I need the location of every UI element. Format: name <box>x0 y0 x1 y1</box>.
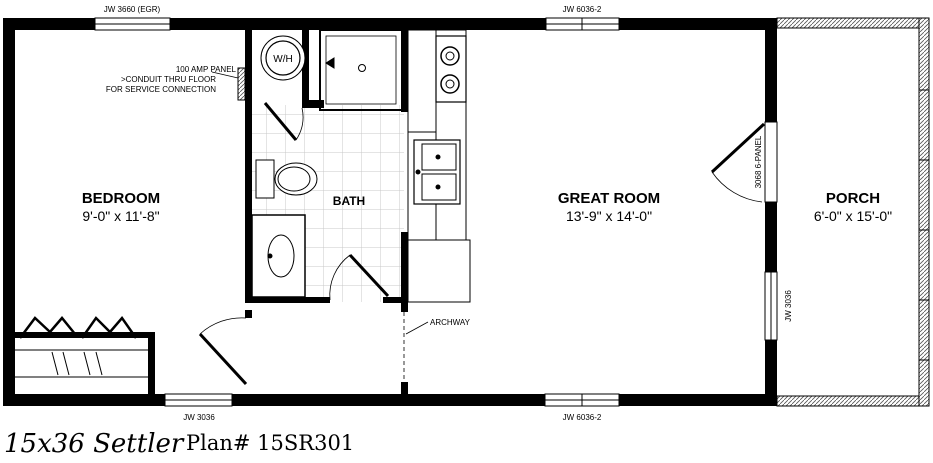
great-room-name: GREAT ROOM <box>558 190 660 207</box>
bath-vanity <box>251 214 306 298</box>
bedroom-name: BEDROOM <box>82 190 160 207</box>
closet-bifold-doors <box>19 315 138 339</box>
window-label-top-great-room: JW 6036-2 <box>563 5 602 14</box>
window-bottom-hall <box>164 393 233 407</box>
toilet <box>255 159 318 199</box>
window-bottom-great-room <box>544 393 620 407</box>
entry-door-label: 3068 6-PANEL <box>754 135 763 188</box>
kitchen-sink <box>413 139 461 205</box>
window-label-bottom-hall: JW 3036 <box>183 413 215 422</box>
window-label-bottom-great-room: JW 6036-2 <box>563 413 602 422</box>
bedroom-door <box>198 317 248 386</box>
window-top-bedroom <box>94 17 171 31</box>
shower <box>319 29 403 111</box>
model-title: 15x36 Settler <box>4 429 185 459</box>
range-burners <box>435 35 467 103</box>
entry-door <box>710 121 778 203</box>
bath-door <box>329 253 390 301</box>
panel-note-line3: FOR SERVICE CONNECTION <box>106 85 216 94</box>
plan-number: Plan# 15SR301 <box>186 431 354 455</box>
electrical-panel <box>211 67 246 101</box>
panel-note-line1: 100 AMP PANEL <box>176 65 237 74</box>
great-room-dims: 13'-9" x 14'-0" <box>566 208 652 224</box>
window-label-top-bedroom: JW 3660 (EGR) <box>104 5 161 14</box>
archway-leader <box>405 321 429 335</box>
window-side-great-room <box>764 271 778 341</box>
window-label-side-great-room: JW 3036 <box>784 290 793 322</box>
porch-name: PORCH <box>826 190 880 207</box>
water-heater: W/H <box>260 35 306 81</box>
water-heater-label: W/H <box>273 54 292 65</box>
porch-dims: 6'-0" x 15'-0" <box>814 208 892 224</box>
wh-closet-door <box>263 102 304 141</box>
archway-note: ARCHWAY <box>430 318 471 327</box>
bath-name: BATH <box>333 194 365 208</box>
window-top-great-room <box>545 17 620 31</box>
exterior-walls <box>3 18 777 406</box>
panel-note-line2: >CONDUIT THRU FLOOR <box>121 75 216 84</box>
porch-railing <box>776 17 930 407</box>
closet-shelf <box>15 349 148 378</box>
bedroom-dims: 9'-0" x 11'-8" <box>82 208 159 224</box>
